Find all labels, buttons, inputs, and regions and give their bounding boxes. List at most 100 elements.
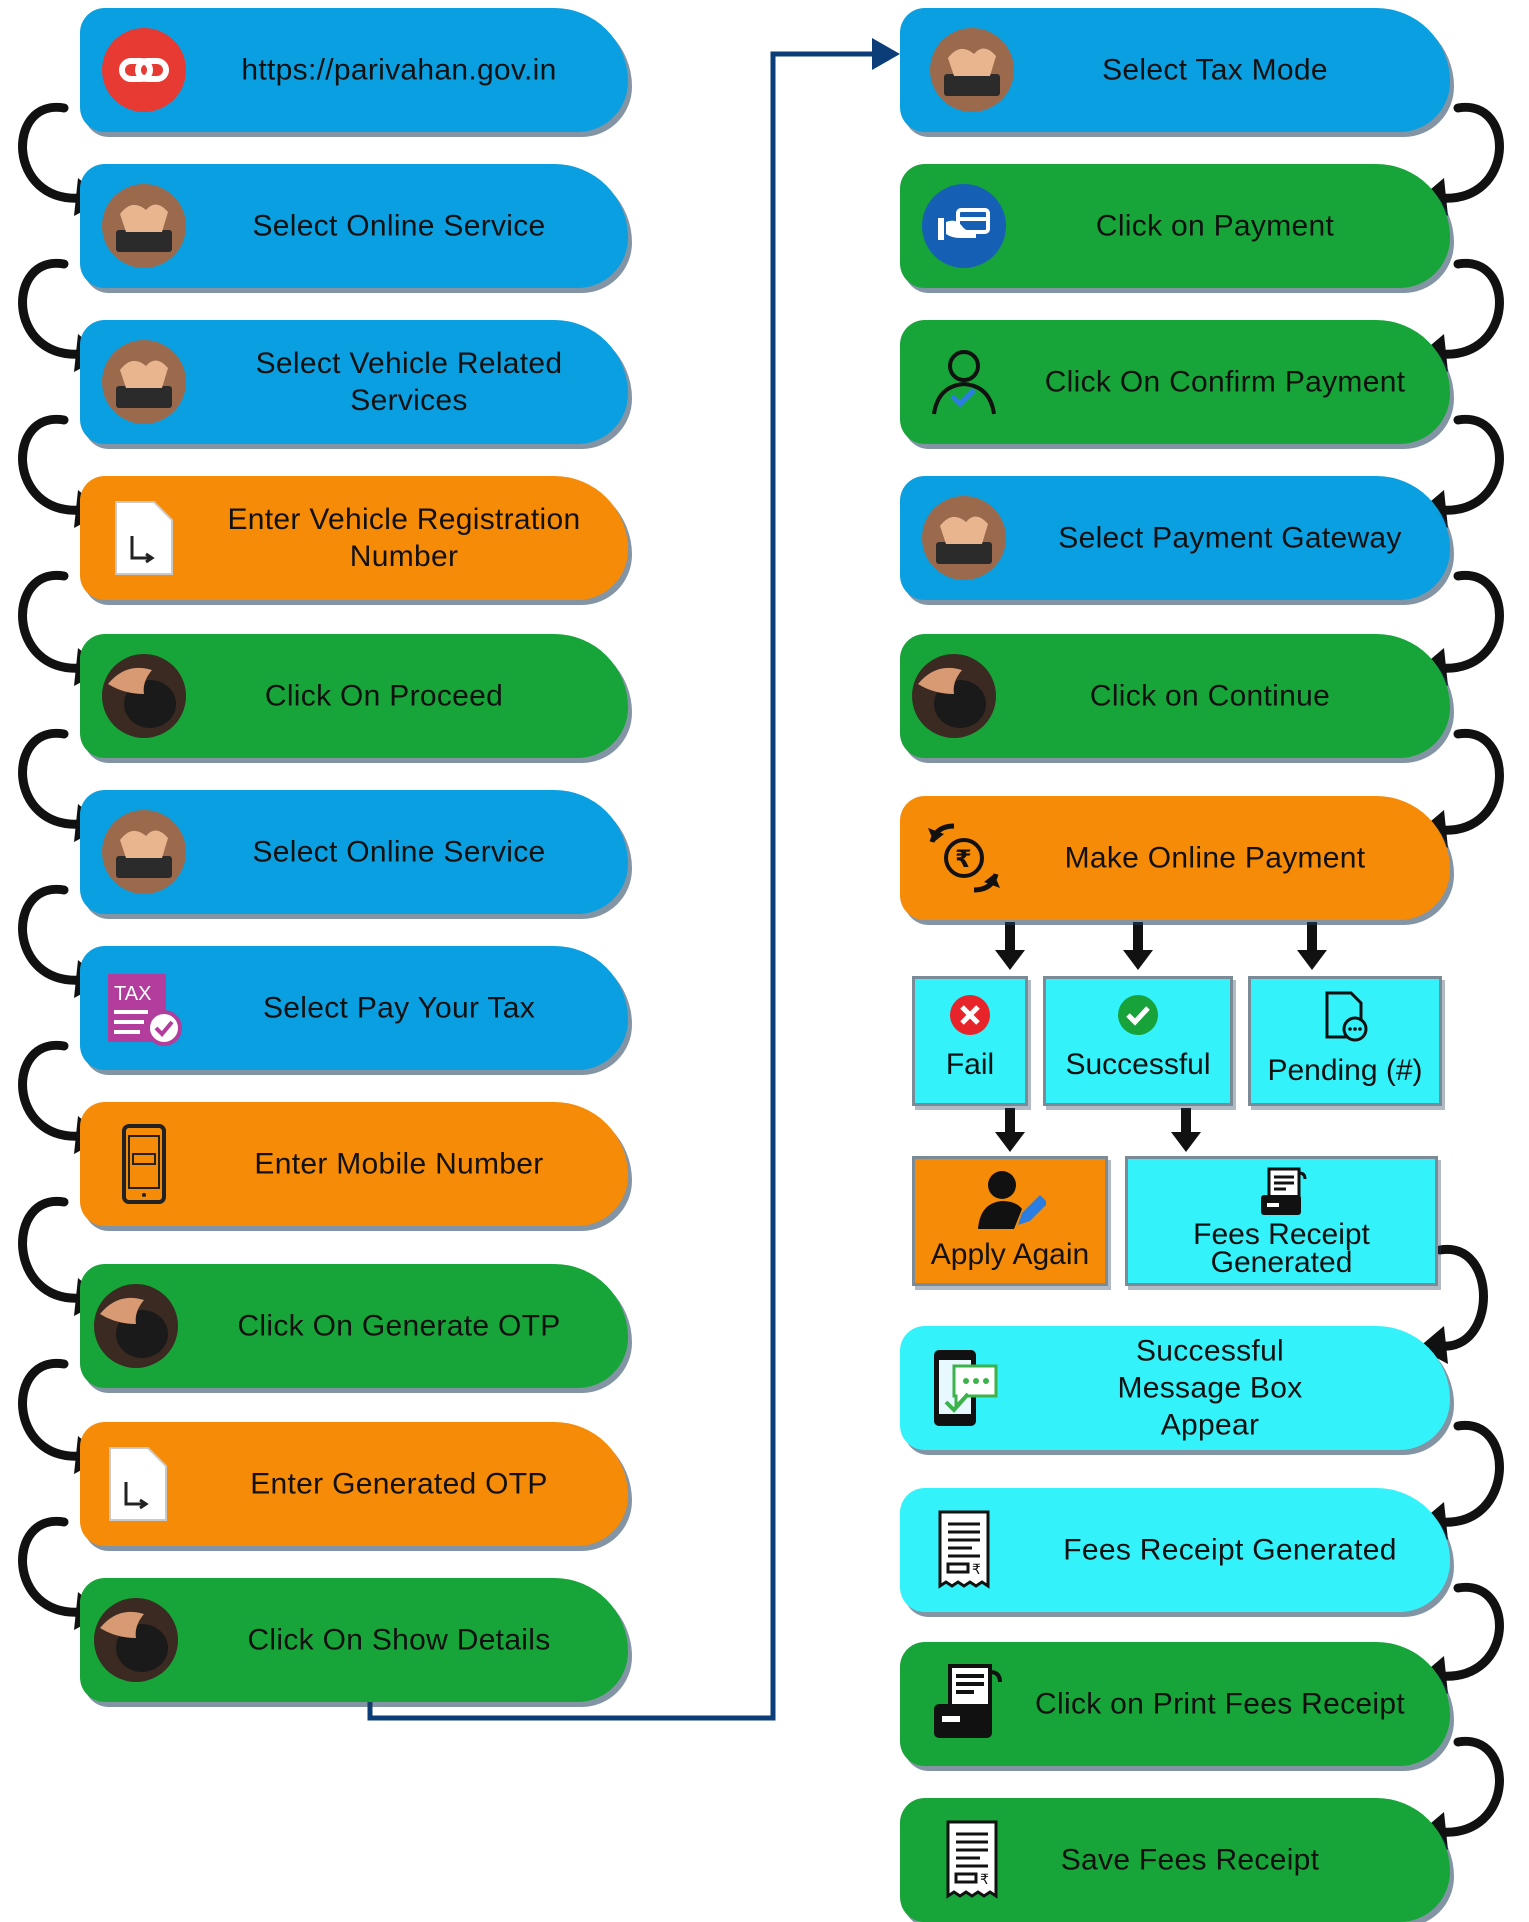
- printer-icon: [926, 1662, 1010, 1746]
- rupee-transfer-icon: ₹: [922, 816, 1006, 900]
- outcome-apply-again[interactable]: Apply Again: [912, 1156, 1108, 1286]
- step-select-online-service[interactable]: Select Online Service: [80, 164, 628, 288]
- down-arrow-head: [1123, 950, 1153, 970]
- step-successful-message-box-appear[interactable]: Successful Message Box Appear: [900, 1326, 1450, 1450]
- success-check-icon: [1116, 993, 1160, 1037]
- step-label: Click On Proceed: [264, 679, 504, 713]
- right-loop-arrow: [1435, 414, 1504, 515]
- down-arrow: [1005, 922, 1015, 954]
- step-click-on-print-fees-receipt[interactable]: Click on Print Fees Receipt: [900, 1642, 1450, 1766]
- card-payment-icon: [922, 184, 1006, 268]
- down-arrow-head: [1297, 950, 1327, 970]
- step-label: Click on Print Fees Receipt: [1035, 1687, 1405, 1721]
- step-fees-receipt-generated[interactable]: ₹ Fees Receipt Generated: [900, 1488, 1450, 1612]
- status-successful[interactable]: Successful: [1043, 976, 1233, 1106]
- right-loop-arrow: [1435, 1421, 1504, 1527]
- step-label: https://parivahan.gov.in: [241, 53, 557, 87]
- right-loop-arrow: [1435, 1245, 1488, 1351]
- step-click-on-continue[interactable]: Click on Continue: [900, 634, 1450, 758]
- document-cursor-icon: [96, 1442, 180, 1526]
- mouse-hand-icon: [912, 654, 996, 738]
- column-link-arrowhead: [872, 38, 900, 70]
- svg-text:₹: ₹: [972, 1562, 981, 1578]
- mouse-hand-icon: [102, 654, 186, 738]
- step-enter-mobile-number[interactable]: Enter Mobile Number: [80, 1102, 628, 1226]
- step-enter-vehicle-registration-number[interactable]: Enter Vehicle Registration Number: [80, 476, 628, 600]
- left-loop-arrow: [18, 414, 87, 515]
- mouse-hand-icon: [94, 1284, 178, 1368]
- step-select-payment-gateway[interactable]: Select Payment Gateway: [900, 476, 1450, 600]
- user-edit-icon: [974, 1167, 1046, 1231]
- step-label: Click On Confirm Payment: [1044, 365, 1406, 399]
- step-label: Select Online Service: [252, 835, 546, 869]
- typing-hands-icon: [102, 340, 186, 424]
- step-label: Successful Message Box Appear: [1117, 1334, 1303, 1442]
- step-click-on-payment[interactable]: Click on Payment: [900, 164, 1450, 288]
- step-click-on-generate-otp[interactable]: Click On Generate OTP: [80, 1264, 628, 1388]
- typing-hands-icon: [930, 28, 1014, 112]
- right-loop-arrow-head: [1418, 1326, 1448, 1364]
- status-label: Pending (#): [1267, 1054, 1423, 1087]
- step-label: Save Fees Receipt: [1060, 1843, 1320, 1877]
- typing-hands-icon: [102, 810, 186, 894]
- down-arrow: [1181, 1108, 1191, 1136]
- svg-text:₹: ₹: [955, 845, 972, 873]
- outcome-label: Fees Receipt Generated: [1193, 1218, 1370, 1279]
- step-select-pay-your-tax[interactable]: TAX Select Pay Your Tax: [80, 946, 628, 1070]
- svg-text:₹: ₹: [980, 1872, 989, 1888]
- right-loop-arrow: [1435, 570, 1504, 673]
- mouse-hand-icon: [94, 1598, 178, 1682]
- step-click-on-confirm-payment[interactable]: Click On Confirm Payment: [900, 320, 1450, 444]
- receipt-icon: ₹: [924, 1508, 1008, 1592]
- down-arrow-head: [995, 1132, 1025, 1152]
- step-select-online-service-2[interactable]: Select Online Service: [80, 790, 628, 914]
- down-arrow: [1133, 922, 1143, 954]
- tax-document-icon: TAX: [102, 966, 186, 1050]
- receipt-printer-icon: [1255, 1165, 1309, 1221]
- step-label: Select Pay Your Tax: [263, 991, 535, 1025]
- status-label: Fail: [945, 1048, 995, 1081]
- step-label: Click on Continue: [1089, 679, 1331, 713]
- step-label: Select Vehicle Related Services: [255, 347, 563, 417]
- step-click-on-show-details[interactable]: Click On Show Details: [80, 1578, 628, 1702]
- receipt-icon: ₹: [932, 1818, 1016, 1902]
- step-label: Make Online Payment: [1064, 841, 1366, 875]
- step-select-tax-mode[interactable]: Select Tax Mode: [900, 8, 1450, 132]
- outcome-fees-receipt-generated[interactable]: Fees Receipt Generated: [1125, 1156, 1438, 1286]
- step-click-on-proceed[interactable]: Click On Proceed: [80, 634, 628, 758]
- pending-document-icon: [1319, 989, 1371, 1043]
- status-fail[interactable]: Fail: [912, 976, 1028, 1106]
- left-loop-arrow: [18, 1197, 87, 1303]
- right-loop-arrow: [1435, 102, 1504, 203]
- column-link-arrow: [367, 51, 872, 1721]
- left-loop-arrow: [18, 728, 87, 829]
- outcome-label: Apply Again: [930, 1238, 1090, 1271]
- left-loop-arrow: [18, 102, 87, 203]
- right-loop-arrow: [1435, 729, 1504, 835]
- step-label: Enter Mobile Number: [254, 1147, 544, 1181]
- step-label: Enter Vehicle Registration Number: [227, 503, 581, 573]
- down-arrow-head: [995, 950, 1025, 970]
- right-loop-arrow: [1435, 258, 1504, 359]
- step-save-fees-receipt[interactable]: ₹ Save Fees Receipt: [900, 1798, 1450, 1922]
- link-icon: [102, 28, 186, 112]
- status-pending[interactable]: Pending (#): [1248, 976, 1442, 1106]
- document-cursor-icon: [102, 496, 186, 580]
- left-loop-arrow: [18, 1358, 87, 1461]
- step-label: Select Tax Mode: [1102, 53, 1328, 87]
- svg-text:TAX: TAX: [114, 983, 151, 1005]
- step-parivahan-link[interactable]: https://parivahan.gov.in: [80, 8, 628, 132]
- left-loop-arrow: [18, 1516, 87, 1617]
- status-label: Successful: [1065, 1048, 1211, 1081]
- fail-x-icon: [948, 993, 992, 1037]
- down-arrow-head: [1171, 1132, 1201, 1152]
- step-make-online-payment[interactable]: ₹ Make Online Payment: [900, 796, 1450, 920]
- mobile-phone-icon: [102, 1122, 186, 1206]
- step-enter-generated-otp[interactable]: Enter Generated OTP: [80, 1422, 628, 1546]
- user-check-icon: [922, 340, 1006, 424]
- down-arrow: [1307, 922, 1317, 954]
- typing-hands-icon: [922, 496, 1006, 580]
- step-label: Fees Receipt Generated: [1063, 1533, 1397, 1567]
- step-select-vehicle-related-services[interactable]: Select Vehicle Related Services: [80, 320, 628, 444]
